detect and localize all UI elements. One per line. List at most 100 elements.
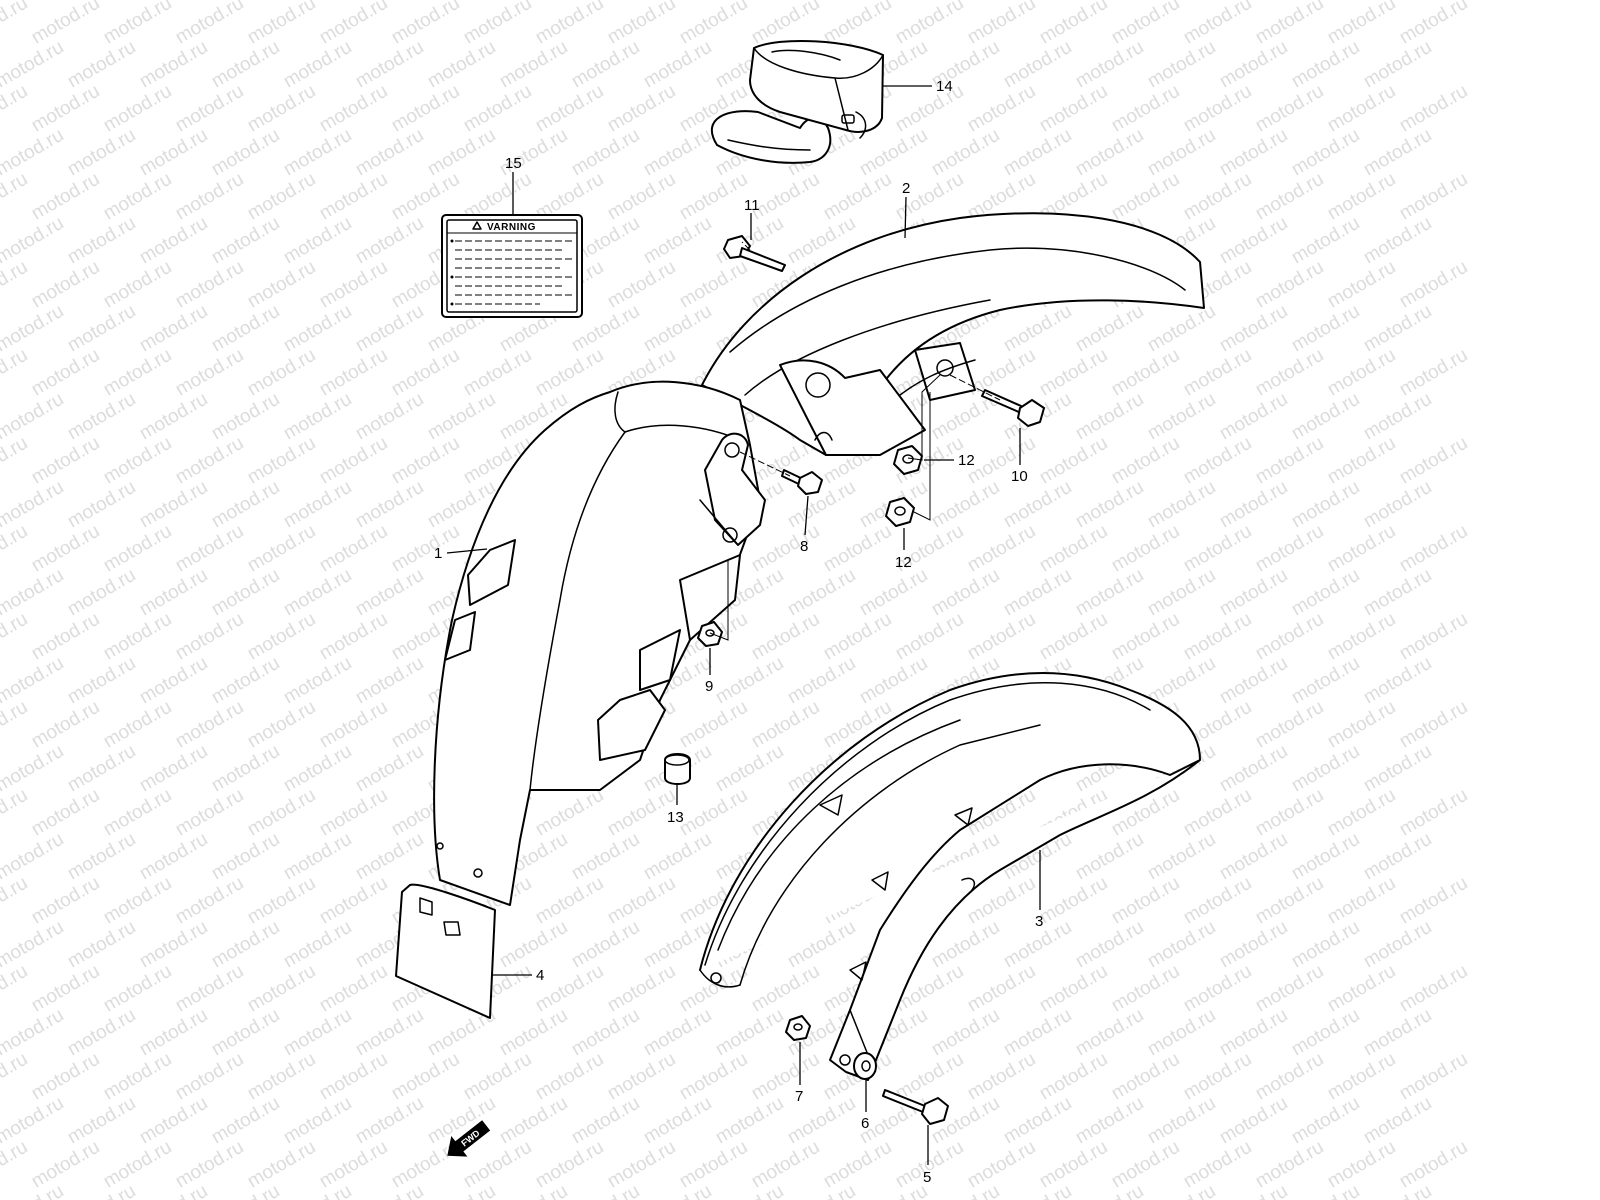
watermark-text: motod.ru — [352, 37, 427, 93]
watermark-text: motod.ru — [640, 1005, 715, 1061]
watermark-text: motod.ru — [388, 0, 463, 48]
part-9-nut — [697, 621, 723, 647]
watermark-text: motod.ru — [0, 389, 67, 445]
watermark-text: motod.ru — [1288, 1005, 1363, 1061]
watermark-text: motod.ru — [820, 0, 895, 48]
watermark-text: motod.ru — [1036, 873, 1111, 929]
watermark-text: motod.ru — [532, 785, 607, 841]
watermark-text: motod.ru — [0, 785, 31, 841]
watermark-text: motod.ru — [352, 477, 427, 533]
watermark-text: motod.ru — [568, 1093, 643, 1149]
watermark-text: motod.ru — [1216, 1181, 1291, 1200]
watermark-text: motod.ru — [100, 0, 175, 48]
watermark-text: motod.ru — [1288, 389, 1363, 445]
watermark-text: motod.ru — [1180, 1137, 1255, 1193]
watermark-text: motod.ru — [172, 873, 247, 929]
callout-1: 1 — [434, 545, 442, 562]
watermark-text: motod.ru — [1180, 433, 1255, 489]
watermark-text: motod.ru — [1216, 1093, 1291, 1149]
watermark-text: motod.ru — [1036, 521, 1111, 577]
watermark-text: motod.ru — [0, 873, 31, 929]
watermark-text: motod.ru — [172, 169, 247, 225]
part-8-bolt — [781, 469, 823, 495]
watermark-text: motod.ru — [64, 125, 139, 181]
watermark-text: motod.ru — [1324, 697, 1399, 753]
watermark-text: motod.ru — [676, 169, 751, 225]
watermark-text: motod.ru — [424, 37, 499, 93]
watermark-text: motod.ru — [784, 653, 859, 709]
watermark-text: motod.ru — [1108, 433, 1183, 489]
watermark-text: motod.ru — [892, 0, 967, 48]
watermark-text: motod.ru — [172, 961, 247, 1017]
watermark-text: motod.ru — [784, 565, 859, 621]
watermark-text: motod.ru — [1108, 521, 1183, 577]
watermark-text: motod.ru — [1000, 1005, 1075, 1061]
part-15-warning-label: VARNING — [441, 214, 583, 318]
callout-labels: 1 2 3 4 5 6 7 8 9 10 11 12 12 13 14 15 — [434, 78, 1043, 1186]
watermark-text: motod.ru — [208, 917, 283, 973]
watermark-text: motod.ru — [496, 917, 571, 973]
watermark-text: motod.ru — [1324, 873, 1399, 929]
watermark-text: motod.ru — [316, 521, 391, 577]
watermark-text: motod.ru — [280, 653, 355, 709]
watermark-text: motod.ru — [1288, 917, 1363, 973]
callout-11: 11 — [744, 197, 760, 214]
watermark-text: motod.ru — [28, 961, 103, 1017]
watermark-text: motod.ru — [928, 565, 1003, 621]
watermark-text: motod.ru — [1072, 125, 1147, 181]
watermark-text: motod.ru — [388, 345, 463, 401]
watermark-text: motod.ru — [244, 609, 319, 665]
watermark-text: motod.ru — [424, 125, 499, 181]
watermark-text: motod.ru — [1180, 785, 1255, 841]
watermark-text: motod.ru — [28, 257, 103, 313]
part-5-bolt — [882, 1089, 949, 1125]
watermark-text: motod.ru — [208, 829, 283, 885]
watermark-text: motod.ru — [172, 697, 247, 753]
watermark-text: motod.ru — [496, 1181, 571, 1200]
watermark-text: motod.ru — [28, 345, 103, 401]
watermark-text: motod.ru — [1144, 1093, 1219, 1149]
watermark-text: motod.ru — [28, 521, 103, 577]
watermark-text: motod.ru — [928, 125, 1003, 181]
watermark-text: motod.ru — [1396, 785, 1471, 841]
part-14-tool-bag — [710, 39, 884, 164]
watermark-text: motod.ru — [604, 1049, 679, 1105]
watermark-text: motod.ru — [64, 565, 139, 621]
part-3-fender-brace — [699, 672, 1201, 1081]
watermark-text: motod.ru — [244, 169, 319, 225]
watermark-text: motod.ru — [28, 697, 103, 753]
watermark-text: motod.ru — [1288, 829, 1363, 885]
watermark-text: motod.ru — [1108, 1049, 1183, 1105]
watermark-text: motod.ru — [100, 521, 175, 577]
watermark-text: motod.ru — [604, 873, 679, 929]
watermark-text: motod.ru — [100, 697, 175, 753]
watermark-text: motod.ru — [388, 433, 463, 489]
watermark-text: motod.ru — [388, 81, 463, 137]
watermark-text: motod.ru — [1216, 125, 1291, 181]
watermark-text: motod.ru — [1360, 917, 1435, 973]
watermark-text: motod.ru — [352, 1005, 427, 1061]
watermark-text: motod.ru — [964, 609, 1039, 665]
watermark-text: motod.ru — [352, 565, 427, 621]
watermark-text: motod.ru — [280, 389, 355, 445]
watermark-text: motod.ru — [964, 521, 1039, 577]
watermark-text: motod.ru — [1288, 301, 1363, 357]
watermark-text: motod.ru — [1216, 213, 1291, 269]
watermark-text: motod.ru — [964, 1049, 1039, 1105]
watermark-text: motod.ru — [388, 1049, 463, 1105]
watermark-text: motod.ru — [244, 433, 319, 489]
watermark-text: motod.ru — [352, 1181, 427, 1200]
watermark-text: motod.ru — [100, 873, 175, 929]
watermark-text: motod.ru — [1036, 609, 1111, 665]
watermark-text: motod.ru — [676, 1049, 751, 1105]
watermark-text: motod.ru — [496, 1093, 571, 1149]
watermark-text: motod.ru — [1252, 81, 1327, 137]
watermark-text: motod.ru — [280, 1005, 355, 1061]
watermark-text: motod.ru — [1360, 1181, 1435, 1200]
watermark-text: motod.ru — [100, 433, 175, 489]
watermark-text: motod.ru — [856, 653, 931, 709]
watermark-text: motod.ru — [1180, 345, 1255, 401]
watermark-text: motod.ru — [604, 257, 679, 313]
watermark-text: motod.ru — [1072, 1005, 1147, 1061]
watermark-text: motod.ru — [1396, 433, 1471, 489]
